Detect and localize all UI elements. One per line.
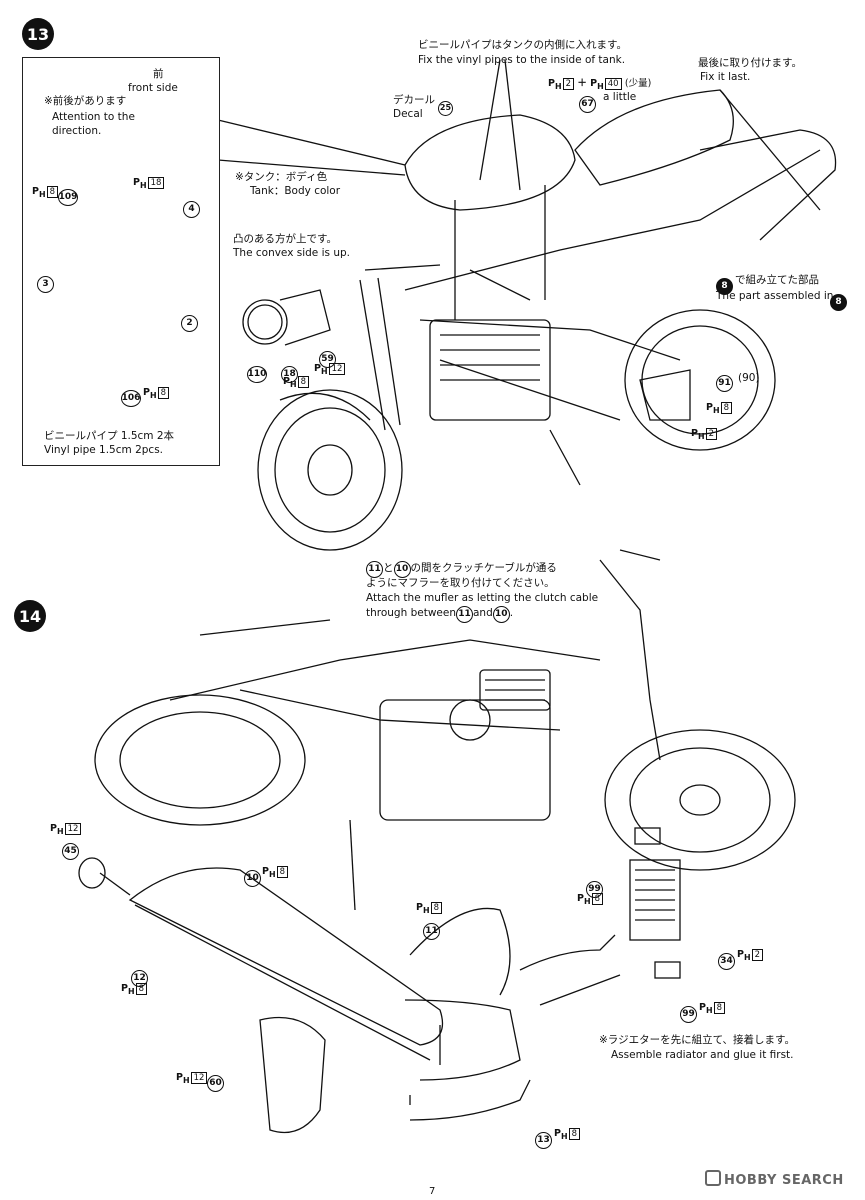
watermark-icon xyxy=(705,1170,721,1186)
vinyl-inside-en: Fix the vinyl pipes to the inside of tan… xyxy=(418,54,626,66)
part-99b-label: 99 xyxy=(680,1001,697,1023)
part-8-en: The part assembled in xyxy=(716,290,834,302)
part-12-label: 12 xyxy=(131,965,148,987)
part-10-label: 10 xyxy=(244,865,261,887)
hobby-search-watermark: HOBBY SEARCH xyxy=(705,1170,844,1188)
radiator-note-jp: ※ラジエターを先に組立て、接着します。 xyxy=(599,1034,796,1046)
vinyl-inside-jp: ビニールパイプはタンクの内側に入れます。 xyxy=(418,39,627,51)
convex-jp: 凸のある方が上です。 xyxy=(233,233,337,245)
part-106-label: 106 xyxy=(121,385,141,407)
attention-en-1: Attention to the xyxy=(52,111,135,123)
part-8-badge-en: 8 xyxy=(830,289,847,311)
radiator-note-en: Assemble radiator and glue it first. xyxy=(611,1049,794,1061)
part-90-label: (90) xyxy=(738,372,760,384)
step-13-inset-box xyxy=(22,57,220,162)
decal-number: 25 xyxy=(438,95,453,116)
step-14-badge: 14 xyxy=(14,600,46,632)
attention-jp: ※前後があります xyxy=(44,95,127,107)
part-11-label: 11 xyxy=(423,918,440,940)
step-13-badge: 13 xyxy=(22,18,54,50)
part-45-label: 45 xyxy=(62,838,79,860)
fix-last-en: Fix it last. xyxy=(700,71,751,83)
tank-color-en: Tank：Body color xyxy=(250,185,341,197)
attention-en-2: direction. xyxy=(52,125,102,137)
part-3-label: 3 xyxy=(37,271,54,293)
part-8-badge: 8 xyxy=(716,273,733,295)
clutch-note-en-1: Attach the mufler as letting the clutch … xyxy=(366,592,599,604)
decal-en: Decal xyxy=(393,108,423,120)
part-2-label: 2 xyxy=(181,310,198,332)
front-label-en: front side xyxy=(128,82,178,94)
part-18-label: 18 xyxy=(281,361,298,383)
front-label-jp: 前 xyxy=(153,68,164,80)
part-34-label: 34 xyxy=(718,948,735,970)
fix-last-jp: 最後に取り付けます。 xyxy=(698,57,802,69)
clutch-note-jp-2: ようにマフラーを取り付けてください。 xyxy=(366,577,555,589)
part-8-jp: で組み立てた部品 xyxy=(735,274,819,286)
part-109-label: 109 xyxy=(58,184,78,206)
convex-en: The convex side is up. xyxy=(233,247,350,259)
tank-color-jp: ※タンク：ボディ色 xyxy=(235,171,328,183)
part-4-label: 4 xyxy=(183,196,200,218)
decal-jp: デカール xyxy=(393,94,435,106)
part-67-label: 67 xyxy=(579,91,596,113)
part-60-label: 60 xyxy=(207,1070,224,1092)
part-99-label: 99 xyxy=(586,876,603,898)
part-91-label: 91 xyxy=(716,370,733,392)
part-110-label: 110 xyxy=(247,361,267,383)
vinyl-pipe-en: Vinyl pipe 1.5cm 2pcs. xyxy=(44,444,164,456)
page-number: 7 xyxy=(429,1186,436,1197)
vinyl-pipe-jp: ビニールパイプ 1.5cm 2本 xyxy=(44,430,175,442)
a-little-label: a little xyxy=(603,91,637,103)
part-59-label: 59 xyxy=(319,346,336,368)
part-13-label: 13 xyxy=(535,1127,552,1149)
